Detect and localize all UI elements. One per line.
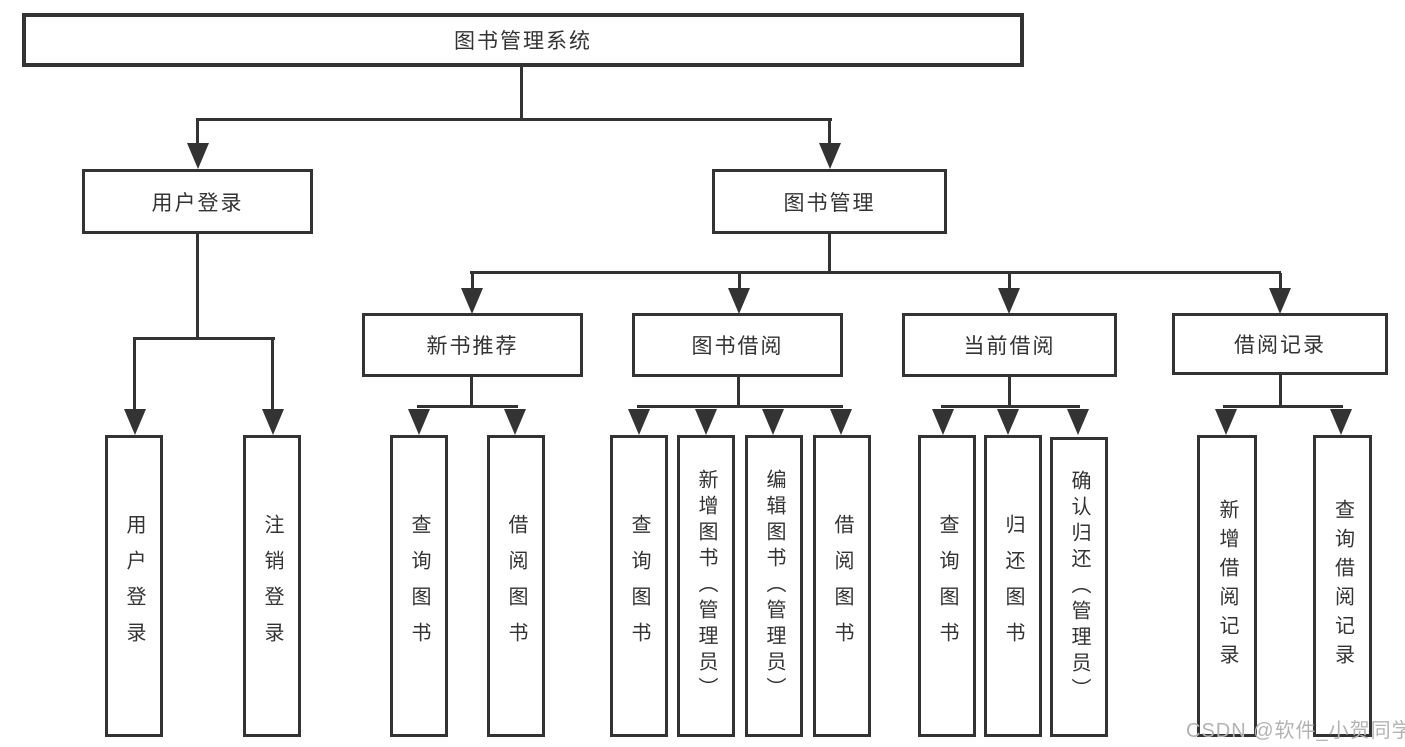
node-leaf-cb-return: 归还图书: [984, 435, 1042, 737]
arrow-down-icon: [461, 288, 483, 314]
arrow-down-icon: [695, 409, 717, 435]
node-leaf-user-login: 用户登录: [105, 435, 163, 737]
node-current-borrow: 当前借阅: [902, 313, 1117, 377]
connector-line: [941, 405, 1080, 408]
connector-line: [1279, 273, 1282, 290]
node-new-books-label: 新书推荐: [426, 335, 519, 358]
leaf-label: 归还图书: [1002, 514, 1024, 658]
connector-root-hline: [196, 118, 832, 121]
connector-line: [1279, 375, 1282, 408]
connector-line: [828, 234, 831, 274]
arrow-down-icon: [1067, 409, 1089, 435]
node-borrow-records-label: 借阅记录: [1234, 334, 1326, 357]
node-current-borrow-label: 当前借阅: [963, 335, 1056, 358]
watermark: CSDN @软件_小贺同学: [1186, 720, 1405, 742]
node-leaf-nb-borrow: 借阅图书: [487, 435, 545, 737]
connector-line: [737, 377, 740, 408]
arrow-down-icon: [830, 409, 852, 435]
node-leaf-bb-borrow: 借阅图书: [813, 435, 871, 737]
node-book-borrow: 图书借阅: [632, 313, 843, 377]
arrow-down-icon: [1215, 409, 1237, 435]
connector-line: [417, 405, 518, 408]
leaf-label: 编辑图书（管理员）: [763, 469, 785, 703]
node-leaf-bb-add: 新增图书（管理员）: [677, 435, 735, 737]
arrow-down-icon: [1330, 409, 1352, 435]
node-leaf-br-query: 查询借阅记录: [1313, 435, 1372, 737]
connector-line: [1223, 405, 1343, 408]
leaf-label: 查询图书: [408, 514, 430, 658]
arrow-down-icon: [408, 409, 430, 435]
arrow-down-icon: [124, 409, 146, 435]
connector-root-stem: [520, 67, 523, 119]
leaf-label: 新增图书（管理员）: [695, 469, 717, 703]
connector-line: [470, 377, 473, 408]
arrow-down-icon: [728, 288, 750, 314]
leaf-label: 借阅图书: [505, 514, 527, 658]
node-new-books: 新书推荐: [362, 313, 583, 377]
leaf-label: 用户登录: [123, 514, 145, 658]
arrow-down-icon: [998, 288, 1020, 314]
arrow-down-icon: [504, 409, 526, 435]
node-leaf-cb-query: 查询图书: [918, 435, 976, 737]
node-leaf-br-add: 新增借阅记录: [1197, 435, 1257, 737]
leaf-label: 借阅图书: [831, 514, 853, 658]
connector-line: [133, 339, 136, 409]
connector-line: [738, 273, 741, 290]
leaf-label: 查询借阅记录: [1331, 499, 1354, 673]
node-root: 图书管理系统: [22, 13, 1024, 67]
node-leaf-bb-edit: 编辑图书（管理员）: [745, 435, 803, 737]
node-leaf-logout: 注销登录: [243, 435, 301, 737]
connector-line: [1008, 273, 1011, 290]
node-book-mgmt-label: 图书管理: [783, 191, 876, 215]
node-leaf-cb-confirm: 确认归还（管理员）: [1050, 437, 1108, 737]
node-leaf-bb-query: 查询图书: [610, 435, 668, 737]
leaf-label: 确认归还（管理员）: [1068, 470, 1090, 704]
connector-line: [196, 234, 199, 338]
leaf-label: 查询图书: [628, 514, 650, 658]
arrow-down-icon: [1269, 288, 1291, 314]
leaf-label: 注销登录: [261, 514, 283, 658]
node-root-label: 图书管理系统: [454, 30, 592, 53]
arrow-down-icon: [187, 143, 209, 169]
arrow-down-icon: [997, 409, 1019, 435]
leaf-label: 查询图书: [936, 514, 958, 658]
connector-line: [470, 271, 1281, 274]
connector-line: [271, 339, 274, 409]
connector-line: [471, 273, 474, 290]
node-user-login-label: 用户登录: [151, 191, 244, 215]
arrow-down-icon: [932, 409, 954, 435]
leaf-label: 新增借阅记录: [1216, 499, 1238, 673]
node-book-mgmt: 图书管理: [712, 169, 947, 234]
node-borrow-records: 借阅记录: [1172, 313, 1388, 375]
node-user-login: 用户登录: [82, 169, 313, 234]
arrow-down-icon: [262, 409, 284, 435]
connector-line: [828, 120, 831, 145]
connector-line: [133, 337, 275, 340]
node-book-borrow-label: 图书借阅: [691, 335, 784, 358]
connector-line: [637, 405, 843, 408]
arrow-down-icon: [819, 143, 841, 169]
arrow-down-icon: [762, 409, 784, 435]
arrow-down-icon: [628, 409, 650, 435]
node-leaf-nb-query: 查询图书: [390, 435, 448, 737]
connector-line: [1008, 377, 1011, 408]
connector-line: [196, 120, 199, 145]
